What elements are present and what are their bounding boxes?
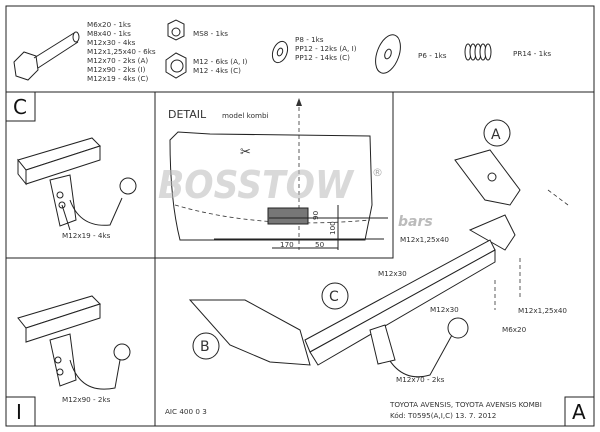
label-m12x125x40: M12x1,25x40 xyxy=(400,235,449,244)
panel-letter-box xyxy=(5,91,36,122)
dim-170: 170 xyxy=(280,240,294,249)
svg-text:M12x90 - 2ks (I): M12x90 - 2ks (I) xyxy=(87,65,146,74)
spring-icon xyxy=(464,43,492,61)
vehicle-title: TOYOTA AVENSIS, TOYOTA AVENSIS KOMBI xyxy=(389,400,542,409)
svg-text:C: C xyxy=(329,289,339,305)
ms8-label: MS8 - 1ks xyxy=(193,29,228,38)
svg-text:M12x30 - 4ks: M12x30 - 4ks xyxy=(87,38,136,47)
cutout-area xyxy=(267,207,309,225)
svg-text:M12x19 - 4ks (C): M12x19 - 4ks (C) xyxy=(87,74,148,83)
callout-a: A xyxy=(483,119,511,147)
label-m12x70: M12x70 - 2ks xyxy=(396,375,445,384)
watermark-brand: BOSSTOW xyxy=(158,163,355,207)
svg-text:B: B xyxy=(200,339,210,355)
dim-90: 90 xyxy=(311,210,320,220)
pr14-label: PR14 - 1ks xyxy=(513,49,551,58)
svg-text:M12x1,25x40 - 6ks: M12x1,25x40 - 6ks xyxy=(87,47,156,56)
washer-label: P8 - 1ks xyxy=(295,35,324,44)
sheet-letter: A xyxy=(572,400,586,424)
washer-label: PP12 - 14ks (C) xyxy=(295,53,350,62)
nut-icon xyxy=(165,52,187,79)
scissors-icon: ✂ xyxy=(240,145,251,160)
detail-title: DETAIL xyxy=(168,108,207,121)
nut-label: M12 - 4ks (C) xyxy=(193,66,241,75)
towbar-assembly-drawing xyxy=(188,149,569,378)
label-m12x30: M12x30 xyxy=(430,305,459,314)
svg-text:M12x70 - 2ks (A): M12x70 - 2ks (A) xyxy=(87,56,148,65)
bolt-list: M6x20 - 1ks M8x40 - 1ks M12x30 - 4ks M12… xyxy=(87,20,156,83)
lock-nut-icon xyxy=(167,19,185,41)
label-m6x20: M6x20 xyxy=(502,325,527,334)
callout-c: C xyxy=(321,282,349,310)
drawing-code: AIC 400 0 3 xyxy=(165,407,207,416)
panel-letter-box xyxy=(5,396,36,427)
watermark-suffix: bars xyxy=(398,214,433,230)
bolt-icon xyxy=(13,31,80,81)
panel-c-letter: C xyxy=(13,95,27,119)
label-m12x125x40: M12x1,25x40 xyxy=(518,306,567,315)
panel-c-label: M12x19 - 4ks xyxy=(62,231,111,240)
label-m12x30: M12x30 xyxy=(378,269,407,278)
dim-50: 50 xyxy=(315,240,325,249)
detail-box xyxy=(154,91,394,259)
towbar-detachable-drawing xyxy=(17,137,137,231)
p6-label: P6 - 1ks xyxy=(418,51,447,60)
callout-b: B xyxy=(192,332,220,360)
outer-frame xyxy=(5,5,595,427)
svg-text:M8x40 - 1ks: M8x40 - 1ks xyxy=(87,29,131,38)
sheet-letter-box xyxy=(564,396,595,427)
svg-text:M6x20 - 1ks: M6x20 - 1ks xyxy=(87,20,131,29)
towbar-fixed-drawing xyxy=(17,295,131,390)
bumper-outline xyxy=(169,98,388,250)
nut-label: M12 - 6ks (A, I) xyxy=(193,57,248,66)
washer-label: PP12 - 12ks (A, I) xyxy=(295,44,357,53)
panel-i-letter: I xyxy=(16,400,22,424)
detail-subtitle: model kombi xyxy=(222,111,269,120)
panel-i-label: M12x90 - 2ks xyxy=(62,395,111,404)
dim-100: 100 xyxy=(328,221,337,235)
svg-text:A: A xyxy=(491,127,501,143)
washer-icon xyxy=(271,40,289,64)
large-washer-icon xyxy=(375,34,401,74)
watermark-reg: ® xyxy=(372,166,383,179)
product-code: Kód: T0595(A,I,C) 13. 7. 2012 xyxy=(390,411,496,420)
